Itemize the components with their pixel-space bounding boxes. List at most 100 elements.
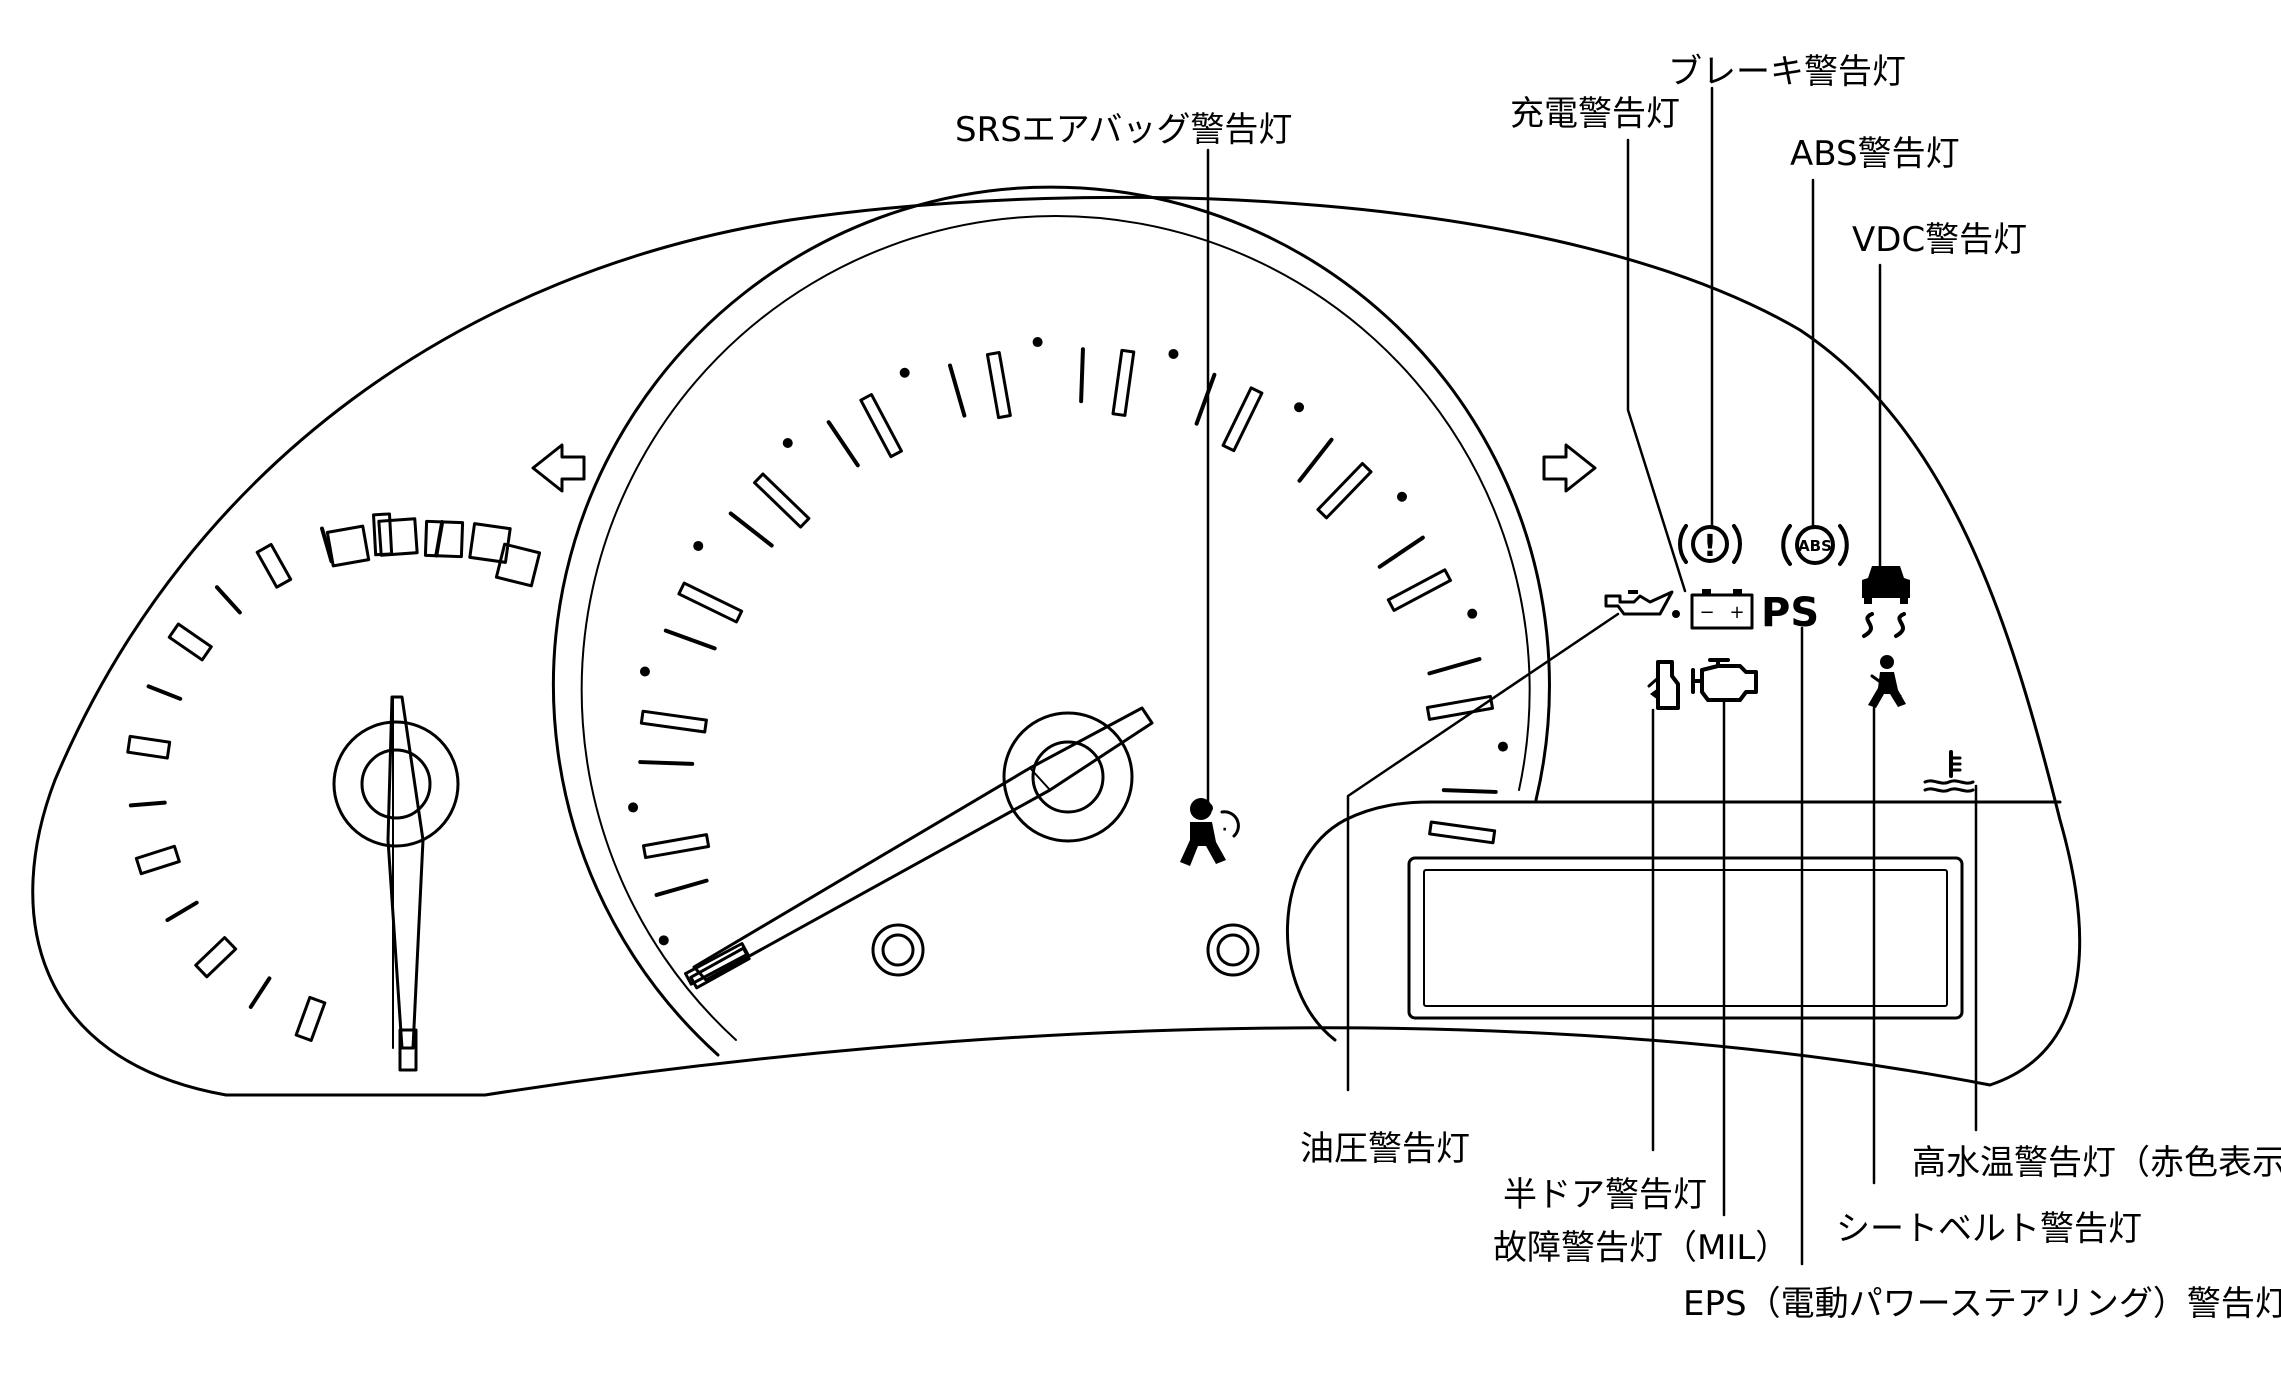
speedometer-minor-tick [654, 878, 709, 897]
speedometer-bezel-inner [580, 215, 1531, 1041]
abs-warning-icon: ABS [1781, 524, 1849, 566]
oil-pressure-icon [1604, 590, 1680, 618]
vdc-warning-icon [1862, 566, 1910, 638]
left-gauge-top-segment [494, 542, 542, 588]
battery-plus-text: + [1729, 602, 1744, 623]
speedometer-major-tick [859, 393, 903, 459]
speedometer-major-tick [641, 833, 711, 860]
trip-reset-knob-right [1206, 923, 1260, 977]
lcd-display-outer [1407, 856, 1964, 1020]
speedometer-major-tick [1111, 348, 1136, 417]
speedometer-hub-inner [1031, 740, 1105, 814]
lcd-housing-outline [1286, 800, 2062, 1042]
speedometer-major-tick [1386, 568, 1452, 612]
speedometer-major-tick [1316, 462, 1373, 520]
left-gauge-top-segment [325, 524, 371, 568]
left-gauge-major-tick [255, 542, 293, 589]
speedometer-major-tick [1221, 386, 1264, 453]
speedometer-major-tick [985, 350, 1012, 420]
speedometer-dot-tick [782, 438, 793, 449]
turn-left-arrow-icon [531, 443, 586, 493]
left-gauge-minor-tick [146, 684, 183, 701]
left-gauge-major-tick [194, 936, 238, 979]
speedometer-needle [692, 706, 1154, 982]
speedometer-minor-tick [663, 628, 717, 651]
coolant-temp-icon [1923, 750, 1975, 793]
svg-text:·: · [1222, 822, 1227, 838]
label-mil: 故障警告灯（MIL） [1493, 1228, 1789, 1268]
label-eps: EPS（電動パワーステアリング）警告灯 [1683, 1284, 2281, 1324]
speedometer-minor-tick [948, 363, 967, 418]
label-charge: 充電警告灯 [1510, 94, 1680, 134]
lcd-display-inner [1423, 869, 1948, 1007]
left-gauge-minor-tick [434, 520, 445, 558]
left-gauge-hub [332, 695, 460, 1072]
seatbelt-icon [1868, 655, 1906, 708]
label-abs: ABS警告灯 [1790, 134, 1960, 174]
battery-minus-text: − [1699, 602, 1714, 623]
label-seatbelt: シートベルト警告灯 [1836, 1209, 2142, 1249]
speedometer-dot-tick [693, 540, 704, 551]
speedometer-dot-tick [1168, 348, 1179, 359]
speedometer [552, 185, 1551, 1057]
speedometer-major-tick [677, 581, 744, 624]
speedometer-bezel-outer [552, 185, 1551, 1057]
speedometer-ticks [628, 337, 1508, 986]
leader-lines [1203, 86, 1978, 1266]
label-half-door: 半ドア警告灯 [1503, 1175, 1707, 1215]
speedometer-dot-tick [1032, 337, 1043, 348]
speedometer-minor-tick [728, 511, 774, 548]
speedometer-major-tick [753, 472, 811, 529]
left-gauge-top-segment [423, 519, 465, 559]
speedometer-dot-tick [658, 935, 669, 946]
leader-oil [1346, 612, 1620, 1092]
speedometer-minor-tick [1441, 788, 1498, 794]
label-oil-pressure: 油圧警告灯 [1300, 1129, 1470, 1169]
left-gauge-major-tick [167, 622, 213, 662]
brake-symbol-text: ! [1703, 529, 1717, 564]
speedometer-minor-tick [1194, 372, 1217, 426]
speedometer-minor-tick [1427, 657, 1482, 676]
speedometer-minor-tick [826, 420, 860, 468]
battery-icon: − + [1690, 589, 1754, 630]
speedometer-major-tick [639, 709, 708, 734]
left-gauge-major-tick [126, 734, 172, 760]
turn-right-arrow-icon [1542, 443, 1597, 493]
speedometer-major-tick [1425, 694, 1495, 721]
left-gauge-major-tick [294, 995, 327, 1042]
left-gauge-major-tick [134, 844, 181, 876]
label-vdc: VDC警告灯 [1852, 220, 2027, 260]
door-ajar-icon [1647, 660, 1680, 710]
speedometer-hub-outer [1002, 711, 1134, 843]
brake-warning-icon: ! [1678, 524, 1742, 564]
left-gauge-needle [386, 695, 425, 1050]
left-gauge-minor-tick [248, 976, 272, 1009]
speedometer-dot-tick [639, 666, 650, 677]
abs-symbol-text: ABS [1798, 537, 1832, 555]
left-gauge-minor-tick [319, 526, 334, 564]
left-gauge-minor-tick [165, 900, 199, 923]
cluster-outline [31, 195, 2082, 1097]
speedometer-dot-tick [1467, 608, 1478, 619]
left-gauge-top-segment [377, 517, 419, 557]
speedometer-dot-tick [1497, 741, 1508, 752]
label-high-water-temp: 高水温警告灯（赤色表示） [1912, 1143, 2281, 1183]
speedometer-minor-tick [1377, 535, 1425, 569]
speedometer-minor-tick [1297, 437, 1334, 483]
ps-icon: PS [1761, 590, 1819, 636]
speedometer-minor-tick [638, 760, 695, 766]
left-gauge-minor-tick [214, 585, 242, 615]
speedometer-major-tick [1428, 820, 1497, 845]
label-brake: ブレーキ警告灯 [1668, 52, 1906, 92]
speedometer-dot-tick [1396, 491, 1407, 502]
leader-charge [1626, 138, 1687, 593]
speedometer-dot-tick [1294, 402, 1305, 413]
left-gauge [126, 512, 542, 1042]
engine-check-icon [1691, 658, 1758, 702]
trip-reset-knob-left [871, 923, 925, 977]
label-srs-airbag: SRSエアバッグ警告灯 [955, 110, 1292, 150]
speedometer-dot-tick [628, 802, 639, 813]
speedometer-dot-tick [899, 367, 910, 378]
left-gauge-minor-tick [128, 800, 167, 808]
